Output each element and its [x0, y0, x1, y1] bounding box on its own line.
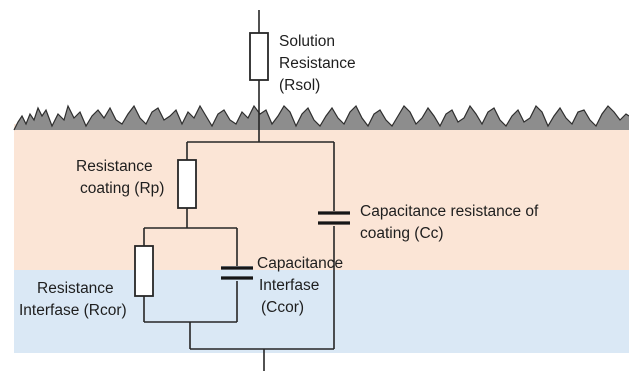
label-capacitance-interfase: Capacitance Interfase (Ccor) — [257, 255, 347, 316]
metal-substrate-layer — [14, 270, 629, 353]
resistor-rcor — [134, 245, 154, 297]
resistor-rp — [177, 159, 197, 209]
surface-roughness-outline — [13, 104, 629, 131]
label-capacitance-coating: Capacitance resistance of coating (Cc) — [360, 203, 543, 242]
capacitor-ccor — [221, 266, 253, 281]
coating-layer — [14, 124, 629, 270]
resistor-rsol — [249, 32, 269, 81]
capacitor-cc — [318, 211, 350, 226]
label-resistance-coating: Resistance coating (Rp) — [76, 158, 164, 197]
surface-roughness-profile — [14, 106, 629, 130]
label-solution-resistance: Solution Resistance (Rsol) — [279, 33, 360, 94]
label-resistance-interfase: Resistance Interfase (Rcor) — [19, 280, 127, 319]
